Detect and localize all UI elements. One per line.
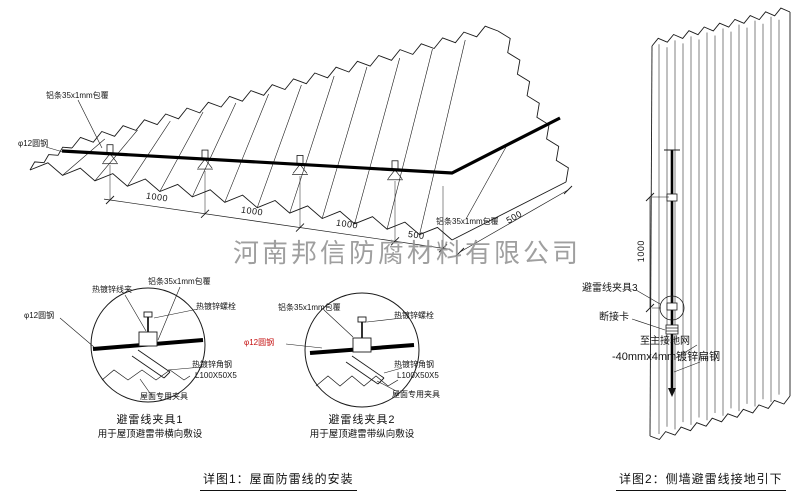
d1-subtitle: 用于屋顶避雷带横向敷设: [97, 429, 203, 440]
wall-clamp-3: [666, 302, 678, 311]
dimension-lines: [103, 165, 655, 313]
disconnect-card: [665, 324, 679, 335]
wall-disconnect-label: 断接卡: [599, 312, 629, 323]
wall-dimension: [649, 196, 669, 309]
d2-title: 避雷线夹具2: [328, 414, 396, 426]
company-watermark: 河南邦信防腐材料有限公司: [233, 239, 582, 268]
caption-detail-2: 详图2：侧墙避雷线接地引下: [616, 470, 786, 491]
d1-angle-spec-label: L100X50X5: [195, 371, 237, 380]
d1-wire-clamp-label: 热镀锌线夹: [92, 285, 132, 294]
lightning-wire: [61, 116, 561, 175]
d1-alu-strip-label: 铝条35x1mm包覆: [148, 277, 211, 286]
leader-lines: [45, 99, 701, 397]
wall-clamp3-label: 避雷线夹具3: [582, 283, 638, 294]
detail2-angle-steel: [351, 355, 385, 379]
d1-round-steel-label: φ12圆钢: [24, 311, 55, 320]
d1-angle-steel-label: 热镀锌角钢: [192, 360, 232, 369]
d2-angle-spec-label: L100X50X5: [397, 371, 439, 380]
detail2-clamp: [352, 337, 372, 353]
d2-roof-clamp-label: 屋面专用夹具: [392, 390, 440, 399]
d2-alu-strip-label: 铝条35x1mm包覆: [278, 303, 341, 312]
detail2-roof-profile: [315, 375, 399, 387]
d1-bolt-label: 热镀锌螺栓: [196, 302, 236, 311]
to-ground-arrow: [668, 388, 676, 397]
wall-dim-1000: 1000: [635, 240, 646, 263]
d1-roof-clamp-label: 屋面专用夹具: [140, 392, 188, 401]
roof-round-steel-label: φ12圆钢: [18, 139, 49, 148]
d1-title: 避雷线夹具1: [116, 414, 184, 426]
d2-bolt-label: 热镀锌螺栓: [394, 311, 434, 320]
detail1-roof-profile: [101, 369, 191, 381]
roof-alu-strip-right-label: 铝条35x1mm包覆: [436, 217, 499, 226]
caption-detail-1: 详图1：屋面防雷线的安装: [200, 470, 357, 491]
dim-500-d: 500: [407, 228, 426, 242]
d2-round-steel-label: φ12圆钢: [244, 338, 275, 347]
wall-clamp-upper: [666, 193, 678, 202]
d2-angle-steel-label: 热镀锌角钢: [394, 360, 434, 369]
d2-subtitle: 用于屋顶避雷带纵向敷设: [309, 429, 415, 440]
wall-to-ground-label: 至主接地网: [640, 336, 690, 347]
roof-alu-strip-label: 铝条35x1mm包覆: [46, 91, 109, 100]
roof-corrugated-sheet: [29, 25, 569, 241]
detail-circle-2: [304, 292, 420, 408]
wall-corrugated-panel: [649, 7, 791, 441]
right-end-dimension: [459, 189, 569, 253]
detail1-clamp: [138, 331, 158, 347]
wall-down-conductor: [659, 149, 685, 397]
wall-flat-steel-label: -40mmx4mm镀锌扁钢: [612, 351, 721, 363]
detail-circle-1: [90, 287, 206, 403]
detail1-angle-steel: [137, 349, 171, 373]
